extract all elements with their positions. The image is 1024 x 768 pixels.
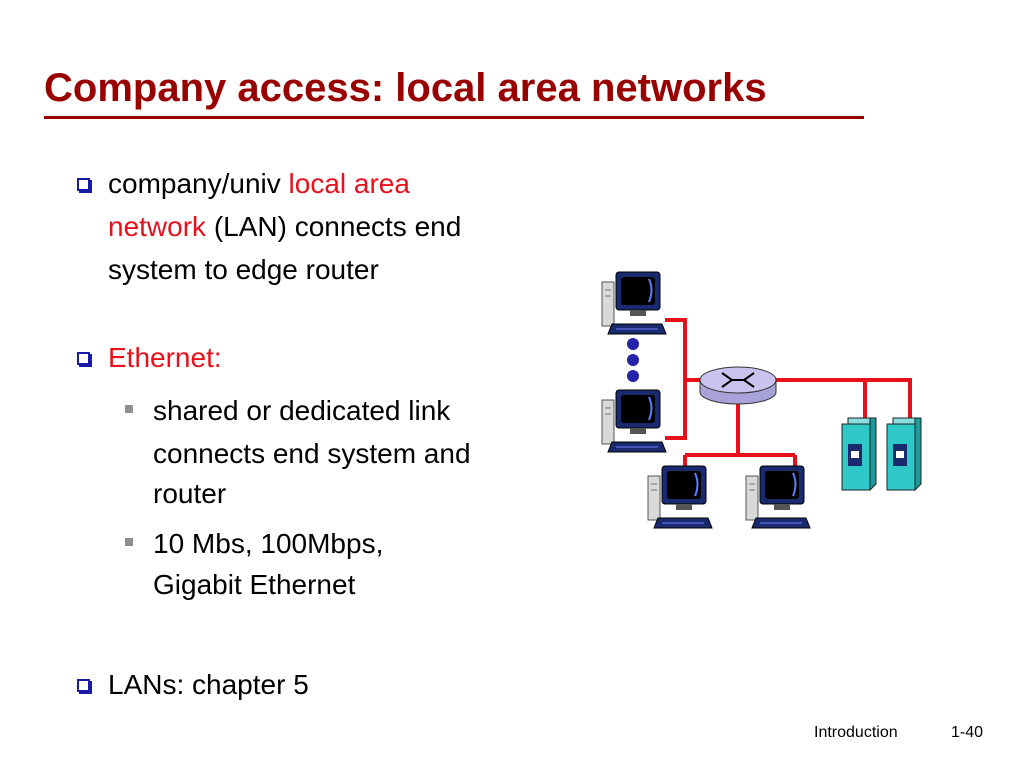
computer-icon — [601, 389, 667, 453]
bullet-1-highlight-2: network — [108, 211, 207, 242]
server-icon — [886, 417, 922, 491]
bullet-1-line-3: system to edge router — [108, 254, 379, 285]
slide-title: Company access: local area networks — [44, 66, 767, 110]
bullet-1-line-2: network (LAN) connects end — [108, 205, 461, 248]
bullet-2-label: Ethernet: — [108, 342, 222, 373]
bullet-marker-2 — [77, 352, 90, 365]
footer-page-number: 1-40 — [951, 724, 984, 741]
computer-icon — [601, 271, 667, 335]
bullet-1-text-2: (LAN) connects end — [206, 211, 462, 242]
computer-icon — [745, 465, 811, 529]
server-icon — [841, 417, 877, 491]
sub-bullet-2-line-1: 10 Mbs, 100Mbps, — [153, 528, 384, 559]
bullet-1-highlight: local area — [288, 168, 410, 199]
sub-bullet-1-line-2: connects end system and — [153, 438, 471, 469]
bullet-3-text: LANs: chapter 5 — [108, 669, 309, 700]
switch-icon — [699, 366, 777, 405]
footer-section: Introduction — [814, 724, 898, 741]
lan-diagram — [601, 271, 922, 529]
sub-bullet-2-line-2: Gigabit Ethernet — [153, 569, 356, 600]
link-lines — [665, 318, 912, 468]
title-underline — [44, 116, 864, 119]
ellipsis-dots-icon — [627, 338, 639, 382]
bullet-marker-3 — [77, 679, 90, 692]
sub-bullet-marker-2 — [125, 538, 133, 546]
bullet-marker-1 — [77, 178, 90, 191]
sub-bullet-marker-1 — [125, 405, 133, 413]
bullet-1-text: company/univ — [108, 168, 289, 199]
sub-bullet-1-line-1: shared or dedicated link — [153, 395, 451, 426]
computer-icon — [647, 465, 713, 529]
sub-bullet-1-line-3: router — [153, 478, 227, 509]
bullet-1-line-1: company/univ local area — [108, 162, 410, 205]
